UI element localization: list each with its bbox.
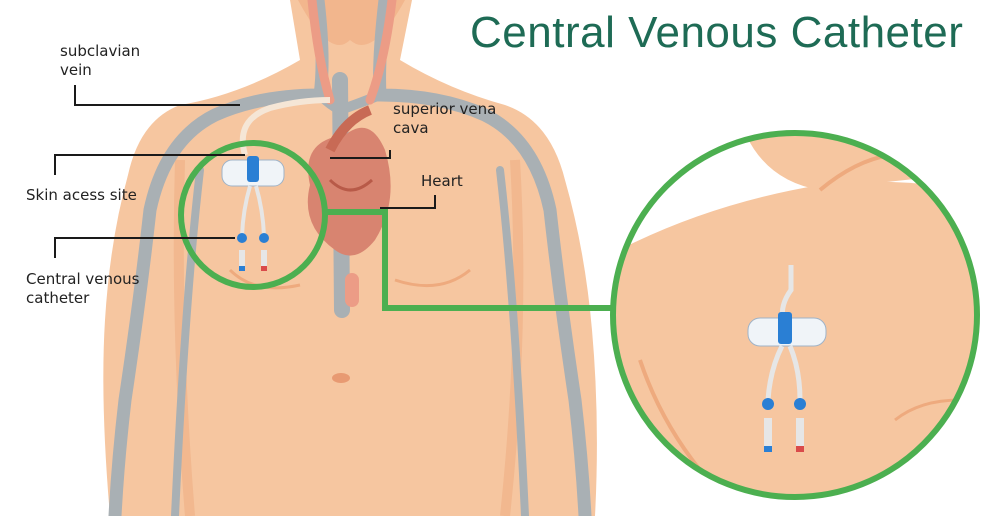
label-skin-access-site: Skin acess site	[26, 186, 137, 204]
leader-heart	[380, 195, 436, 209]
zoom-view	[613, 133, 977, 497]
diagram-title: Central Venous Catheter	[470, 8, 964, 57]
label-heart: Heart	[421, 172, 463, 190]
zoom-lumen-left	[765, 344, 785, 401]
catheter-clamp	[247, 156, 259, 182]
zoom-shoulder	[613, 181, 977, 497]
heart	[307, 105, 391, 256]
arteries	[307, 0, 397, 307]
left-arm-vein-2	[171, 166, 204, 516]
leader-skin	[54, 154, 245, 175]
left-carotid	[307, 0, 335, 105]
lumen-left	[240, 185, 252, 237]
zoom-cap-left	[764, 446, 772, 452]
inset-circle-large	[610, 130, 980, 500]
clamp-right	[259, 233, 269, 243]
label-central-venous-catheter: Central venous catheter	[26, 270, 140, 308]
label-svc-line1: superior vena	[393, 100, 497, 118]
label-subclavian-vein: subclavian vein	[60, 42, 140, 80]
zoom-lumen-right	[787, 345, 803, 401]
navel	[332, 373, 350, 383]
cap-right	[261, 266, 267, 271]
label-svc-line2: cava	[393, 119, 429, 137]
label-cvc-line1: Central venous	[26, 270, 140, 288]
heart-shape	[307, 127, 391, 256]
zoom-clamp-left	[762, 398, 774, 410]
leader-cvc	[54, 237, 235, 258]
heart-detail	[328, 178, 374, 192]
label-subclavian-line2: vein	[60, 61, 92, 79]
leader-svc	[330, 150, 391, 159]
small-catheter-device	[221, 156, 285, 271]
clamp-left	[237, 233, 247, 243]
zoom-port-right	[796, 418, 804, 448]
right-arm-vein-2	[496, 166, 529, 516]
label-cvc-line2: catheter	[26, 289, 90, 307]
zoom-cap-right	[796, 446, 804, 452]
leader-lines	[54, 85, 436, 258]
label-subclavian-line1: subclavian	[60, 42, 141, 60]
cap-left	[239, 266, 245, 271]
port-left	[239, 250, 245, 270]
lumen-right	[254, 185, 266, 237]
torso	[103, 0, 597, 516]
right-chest-line	[394, 268, 471, 288]
zoom-catheter-clamp	[778, 312, 792, 344]
label-superior-vena-cava: superior vena cava	[393, 100, 496, 138]
zoom-port-left	[764, 418, 772, 448]
port-right	[261, 250, 267, 270]
leader-subclavian	[74, 85, 240, 106]
right-carotid	[365, 0, 397, 105]
catheter-line	[239, 97, 331, 156]
zoom-connector	[325, 209, 613, 311]
zoom-arm-shadow	[638, 359, 702, 472]
aortic-arch	[325, 105, 373, 153]
zoom-clamp-right	[794, 398, 806, 410]
